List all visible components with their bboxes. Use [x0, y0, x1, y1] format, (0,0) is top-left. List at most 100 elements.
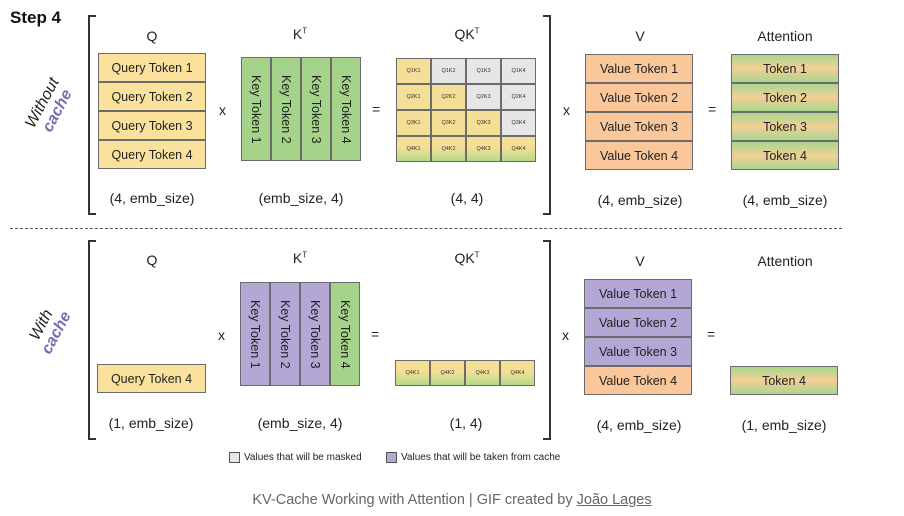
figure-caption: KV-Cache Working with Attention | GIF cr…	[0, 492, 904, 508]
qk-cell: Q4K3	[465, 360, 500, 386]
dim-attention: (4, emb_size)	[742, 192, 828, 208]
value-token: Value Token 3	[585, 112, 693, 141]
row-label-without-cache: Without cache	[16, 64, 84, 151]
equals-operator: =	[371, 326, 380, 342]
qk-cell: Q1K1	[396, 58, 431, 84]
header-kt: KT	[280, 26, 320, 42]
qk-cell: Q4K1	[395, 360, 430, 386]
q-matrix-top: Query Token 1 Query Token 2 Query Token …	[98, 53, 206, 169]
header-qkt: QKT	[445, 250, 489, 266]
bracket-bottom-right	[543, 240, 551, 440]
qk-cell: Q2K2	[431, 84, 466, 110]
equals-operator: =	[708, 101, 717, 117]
times-operator: x	[562, 327, 569, 343]
key-token-cached: Key Token 3	[300, 282, 330, 386]
times-operator: x	[218, 327, 225, 343]
qk-cell-masked: Q1K3	[466, 58, 501, 84]
dim-q: (1, emb_size)	[108, 415, 194, 431]
qk-cell: Q4K4	[501, 136, 536, 162]
attention-token: Token 1	[731, 54, 839, 83]
qk-cell-masked: Q1K4	[501, 58, 536, 84]
qk-cell: Q4K1	[396, 136, 431, 162]
header-qkt-sup: T	[474, 26, 480, 36]
qk-cell: Q4K4	[500, 360, 535, 386]
equals-operator: =	[372, 101, 381, 117]
header-q: Q	[146, 252, 158, 268]
legend-swatch-masked	[229, 452, 240, 463]
qkt-matrix-top: Q1K1 Q1K2 Q1K3 Q1K4 Q2K1 Q2K2 Q2K3 Q2K4 …	[396, 58, 536, 162]
key-token: Key Token 2	[271, 57, 301, 161]
query-token: Query Token 1	[98, 53, 206, 82]
query-token: Query Token 4	[97, 364, 206, 393]
header-qkt-sup: T	[474, 250, 480, 260]
dim-kt: (emb_size, 4)	[257, 415, 343, 431]
v-matrix-bottom: Value Token 1 Value Token 2 Value Token …	[584, 279, 692, 395]
key-token: Key Token 1	[241, 57, 271, 161]
query-token: Query Token 2	[98, 82, 206, 111]
caption-text: KV-Cache Working with Attention | GIF cr…	[252, 492, 577, 508]
qk-cell: Q4K3	[466, 136, 501, 162]
header-kt-base: K	[292, 26, 303, 42]
qk-cell-masked: Q2K4	[501, 84, 536, 110]
header-q: Q	[146, 28, 158, 44]
kt-matrix-bottom: Key Token 1 Key Token 2 Key Token 3 Key …	[240, 282, 360, 386]
dim-qkt: (4, 4)	[450, 190, 484, 206]
key-token-cached: Key Token 2	[270, 282, 300, 386]
attention-token: Token 2	[731, 83, 839, 112]
q-matrix-bottom: Query Token 4	[97, 364, 206, 393]
kt-matrix-top: Key Token 1 Key Token 2 Key Token 3 Key …	[241, 57, 361, 161]
qk-cell: Q4K2	[430, 360, 465, 386]
caption-author-link[interactable]: João Lages	[576, 492, 652, 508]
qk-cell: Q3K1	[396, 110, 431, 136]
attention-matrix-bottom: Token 4	[730, 366, 838, 395]
legend-masked: Values that will be masked	[229, 452, 362, 463]
query-token: Query Token 3	[98, 111, 206, 140]
header-qkt-base: QK	[454, 26, 475, 42]
times-operator: x	[219, 102, 226, 118]
bracket-bottom-left	[88, 240, 96, 440]
key-token: Key Token 4	[331, 57, 361, 161]
dim-v: (4, emb_size)	[596, 417, 682, 433]
legend-swatch-cached	[386, 452, 397, 463]
step-label: Step 4	[10, 8, 62, 27]
attention-matrix-top: Token 1 Token 2 Token 3 Token 4	[731, 54, 839, 170]
header-kt: KT	[280, 250, 320, 266]
dim-qkt: (1, 4)	[449, 415, 483, 431]
divider-line	[10, 228, 842, 229]
value-token: Value Token 2	[585, 83, 693, 112]
dim-v: (4, emb_size)	[597, 192, 683, 208]
value-token-cached: Value Token 3	[584, 337, 692, 366]
value-token-cached: Value Token 2	[584, 308, 692, 337]
dim-attention: (1, emb_size)	[741, 417, 827, 433]
times-operator: x	[563, 102, 570, 118]
qk-cell-masked: Q1K2	[431, 58, 466, 84]
bracket-top-right	[543, 15, 551, 215]
key-token: Key Token 3	[301, 57, 331, 161]
v-matrix-top: Value Token 1 Value Token 2 Value Token …	[585, 54, 693, 170]
header-kt-base: K	[292, 250, 303, 266]
header-kt-sup: T	[302, 26, 308, 36]
attention-token: Token 3	[731, 112, 839, 141]
attention-token: Token 4	[731, 141, 839, 170]
query-token: Query Token 4	[98, 140, 206, 169]
dim-kt: (emb_size, 4)	[258, 190, 344, 206]
header-v: V	[635, 253, 645, 269]
qkt-matrix-bottom: Q4K1 Q4K2 Q4K3 Q4K4	[395, 360, 535, 386]
legend-cached-label: Values that will be taken from cache	[401, 452, 561, 463]
qk-cell-masked: Q2K3	[466, 84, 501, 110]
key-token-cached: Key Token 1	[240, 282, 270, 386]
legend-cached: Values that will be taken from cache	[386, 452, 560, 463]
qk-cell-masked: Q3K4	[501, 110, 536, 136]
legend-masked-label: Values that will be masked	[244, 452, 362, 463]
header-attention: Attention	[757, 253, 813, 269]
header-v: V	[635, 28, 645, 44]
header-qkt-base: QK	[454, 250, 475, 266]
header-attention: Attention	[757, 28, 813, 44]
header-kt-sup: T	[302, 250, 308, 260]
qk-cell: Q2K1	[396, 84, 431, 110]
value-token: Value Token 4	[584, 366, 692, 395]
bracket-top-left	[88, 15, 96, 215]
attention-token: Token 4	[730, 366, 838, 395]
value-token-cached: Value Token 1	[584, 279, 692, 308]
qk-cell: Q3K2	[431, 110, 466, 136]
